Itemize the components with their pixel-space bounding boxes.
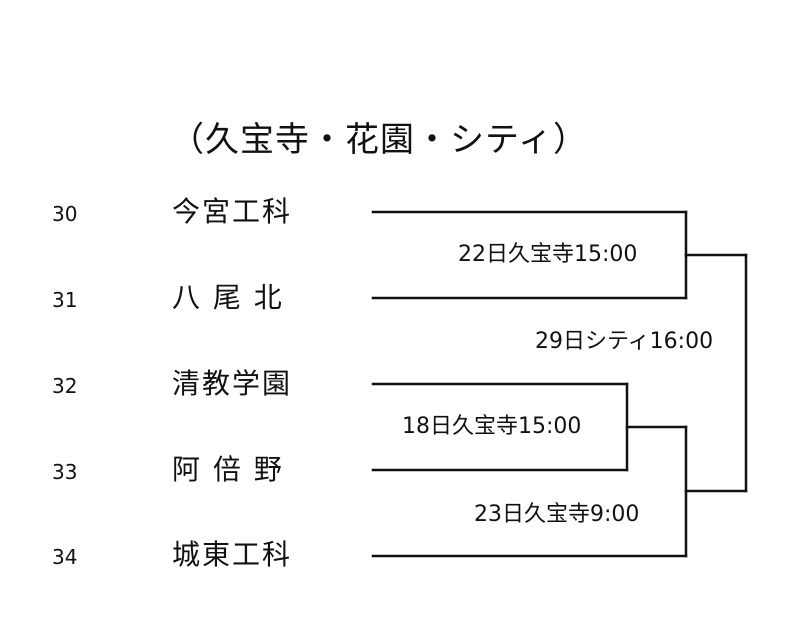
team-name: 今宮工科 <box>172 195 293 228</box>
seed-number: 33 <box>52 460 78 484</box>
match-label-winner-34: 23日久宝寺9:00 <box>474 502 640 527</box>
bracket-title: （久宝寺・花園・シティ） <box>170 120 588 160</box>
seed-number: 31 <box>52 288 78 312</box>
seed-number: 34 <box>52 545 78 569</box>
match-label-30-31: 22日久宝寺15:00 <box>458 242 638 267</box>
match-label-32-33: 18日久宝寺15:00 <box>402 414 582 439</box>
seed-number: 32 <box>52 374 78 398</box>
seed-number: 30 <box>52 202 78 226</box>
team-name: 八 尾 北 <box>172 281 284 314</box>
match-label-final: 29日シティ16:00 <box>535 329 714 354</box>
team-name: 清教学園 <box>172 367 293 400</box>
team-name: 阿 倍 野 <box>172 453 284 486</box>
team-name: 城東工科 <box>172 538 293 571</box>
